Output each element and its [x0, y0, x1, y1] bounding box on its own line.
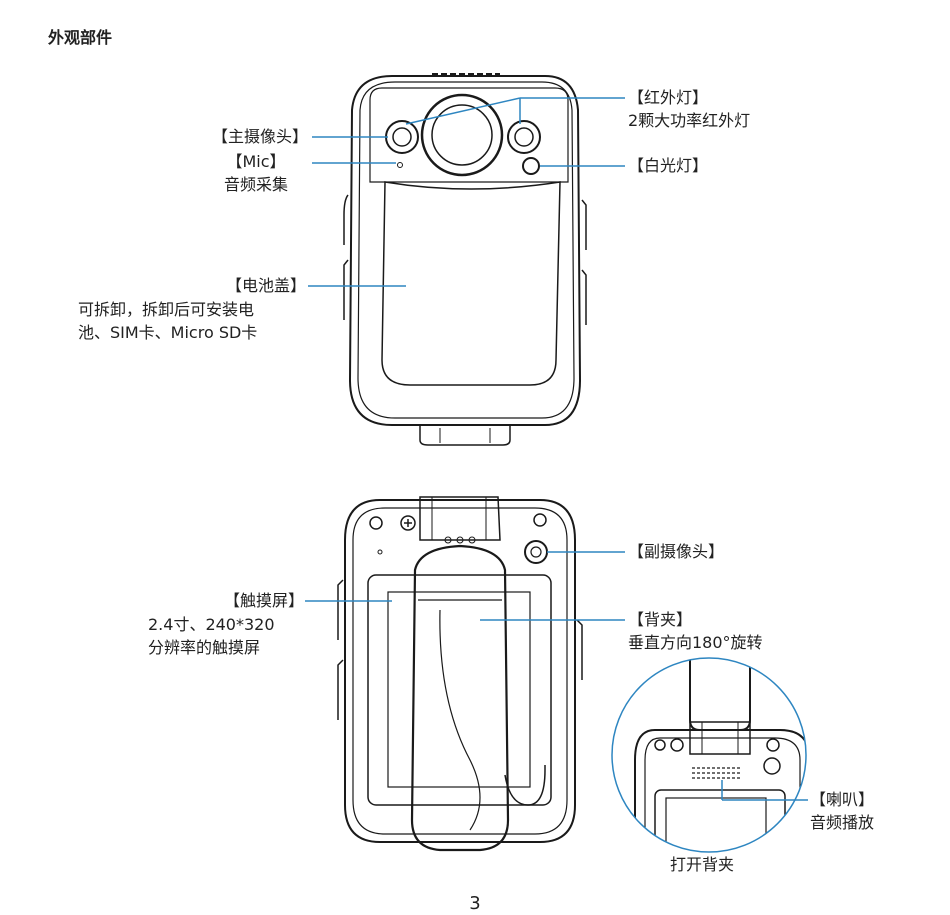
back-body-outline [344, 499, 576, 843]
white-light [522, 157, 540, 175]
detail-circle [611, 657, 807, 853]
front-top-panel [369, 87, 569, 183]
back-inner-outline [352, 507, 568, 835]
infrared-label: 【红外灯】 [628, 88, 709, 107]
open-clip-detail [634, 658, 806, 852]
touchscreen-desc-2: 分辨率的触摸屏 [148, 638, 261, 657]
open-clip-caption: 打开背夹 [670, 855, 735, 874]
battery-cover-label: 【电池盖】 [225, 276, 306, 295]
speaker-desc: 音频播放 [810, 813, 875, 832]
touchscreen-frame [367, 574, 552, 806]
mic-label: 【Mic】 [226, 152, 286, 171]
back-clip-desc: 垂直方向180°旋转 [628, 633, 763, 652]
touchscreen-area [387, 591, 531, 788]
sub-camera [524, 540, 548, 564]
main-camera-inner [431, 104, 493, 166]
front-body-outline [348, 75, 582, 426]
front-bottom-connector [419, 425, 511, 446]
mic-hole [397, 162, 403, 168]
infrared-led-right [507, 120, 541, 154]
back-clip-label: 【背夹】 [628, 610, 693, 629]
main-camera-lens [420, 93, 504, 177]
touchscreen-desc-1: 2.4寸、240*320 [148, 615, 275, 634]
infrared-led-left [385, 120, 419, 154]
speaker-callout [721, 780, 808, 801]
speaker-grille [692, 767, 742, 779]
back-clip [410, 544, 510, 852]
battery-cover-desc-1: 可拆卸，拆卸后可安装电 [78, 300, 255, 319]
back-callouts [305, 551, 625, 621]
touchscreen-label: 【触摸屏】 [223, 591, 304, 610]
front-device [343, 73, 587, 446]
mic-desc: 音频采集 [223, 175, 288, 194]
page-title: 外观部件 [48, 28, 113, 47]
white-light-label: 【白光灯】 [628, 156, 709, 175]
front-inner-outline [357, 81, 575, 419]
page-number: 3 [469, 893, 481, 914]
clip-hinge [419, 496, 501, 541]
main-camera-label: 【主摄像头】 [211, 127, 308, 146]
sub-camera-label: 【副摄像头】 [628, 542, 725, 561]
speaker-label: 【喇叭】 [810, 790, 875, 809]
battery-cover [381, 181, 561, 386]
infrared-desc: 2颗大功率红外灯 [628, 111, 751, 130]
front-callouts [308, 97, 625, 287]
battery-cover-desc-2: 池、SIM卡、Micro SD卡 [78, 323, 258, 342]
back-device [337, 496, 583, 852]
